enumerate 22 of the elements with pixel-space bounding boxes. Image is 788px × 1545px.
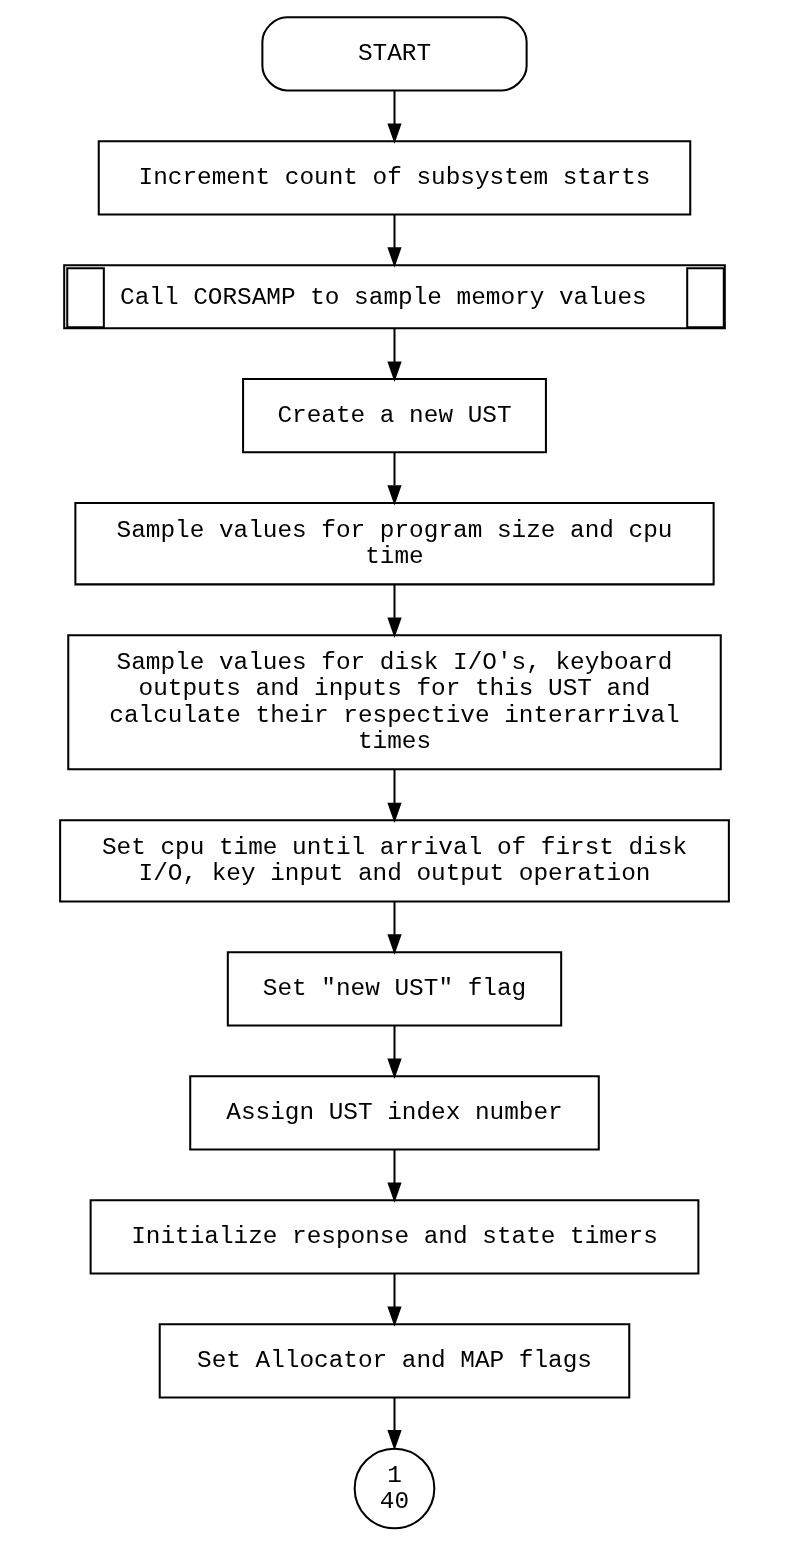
arrow — [386, 584, 402, 638]
node-box: Increment count of subsystem starts — [97, 139, 691, 215]
node-box: Create a new UST — [241, 377, 547, 453]
node-box: Initialize response and state timers — [89, 1198, 699, 1274]
arrow — [386, 1273, 402, 1327]
node-box: Assign UST index number — [188, 1074, 600, 1150]
arrow — [386, 452, 402, 506]
arrow — [386, 1149, 402, 1203]
arrow — [386, 1025, 402, 1079]
arrow — [386, 901, 402, 955]
node-box: Set cpu time until arrival of first disk I/O, key input and output operation — [58, 818, 730, 902]
arrow — [386, 1397, 402, 1450]
arrow — [386, 327, 402, 382]
node-box: Set Allocator and MAP flags — [158, 1322, 630, 1398]
node-box: START — [260, 15, 528, 91]
node-circle: 1 40 — [353, 1447, 435, 1529]
arrow — [386, 90, 402, 144]
node-box: Set "new UST" flag — [226, 950, 562, 1026]
node-box: Sample values for disk I/O's, keyboard outputs and inputs for this UST and calculate their respective interarrival times — [66, 633, 722, 770]
arrow — [386, 769, 402, 823]
node-box: Sample values for program size and cpu time — [73, 501, 715, 585]
arrow — [386, 214, 402, 268]
